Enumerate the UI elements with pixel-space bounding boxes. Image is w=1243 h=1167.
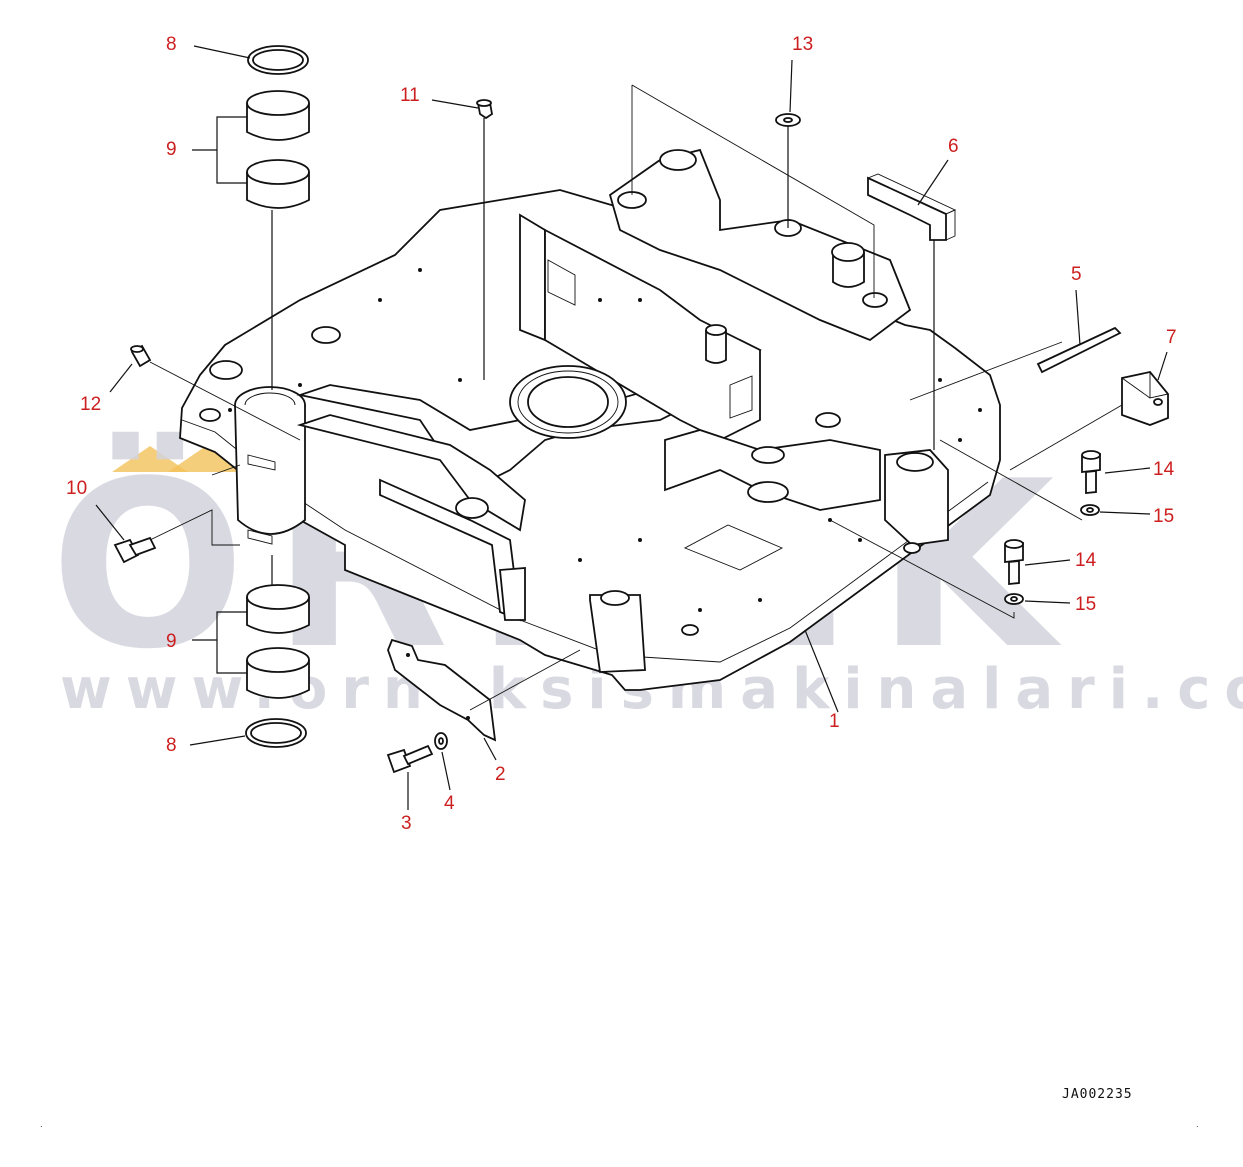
watermark-accent-left bbox=[112, 446, 188, 472]
callout-5: 5 bbox=[1071, 264, 1082, 285]
bolt-right-lower bbox=[1004, 539, 1024, 585]
plug bbox=[476, 99, 493, 120]
callout-15-upper: 15 bbox=[1153, 506, 1174, 527]
callout-8-bottom: 8 bbox=[166, 735, 177, 756]
parts bbox=[113, 45, 1169, 774]
callout-7: 7 bbox=[1166, 327, 1177, 348]
corner-tick-left: . bbox=[40, 1120, 43, 1129]
callout-14-lower: 14 bbox=[1075, 550, 1097, 571]
seal-ring-bottom bbox=[245, 718, 307, 748]
corner-tick-right: . bbox=[1196, 1120, 1199, 1129]
reference-code: JA002235 bbox=[1062, 1087, 1133, 1102]
callout-11: 11 bbox=[400, 85, 420, 106]
washer-right-lower bbox=[1004, 593, 1024, 605]
washer-right-upper bbox=[1080, 504, 1100, 516]
bushing-bottom-2 bbox=[246, 647, 310, 699]
callout-1: 1 bbox=[829, 711, 840, 732]
callout-9-bottom: 9 bbox=[166, 631, 177, 652]
callout-8-top: 8 bbox=[166, 34, 177, 55]
bolt-right-upper bbox=[1081, 450, 1101, 494]
callout-4: 4 bbox=[444, 793, 455, 814]
leader-lines bbox=[95, 45, 1168, 810]
callout-3: 3 bbox=[401, 813, 412, 834]
upper-revolving-frame bbox=[179, 148, 1001, 691]
callout-13: 13 bbox=[792, 34, 813, 55]
cover-plate bbox=[387, 638, 497, 742]
callout-6: 6 bbox=[948, 136, 959, 157]
elbow-fitting bbox=[113, 536, 157, 564]
callouts: 8 9 11 13 6 5 7 12 10 14 15 14 15 9 1 8 … bbox=[66, 34, 1177, 834]
callout-2: 2 bbox=[495, 764, 506, 785]
watermark-accent-right bbox=[168, 446, 244, 472]
callout-9-top: 9 bbox=[166, 139, 177, 160]
callout-12: 12 bbox=[80, 394, 101, 415]
hex-bolt-front bbox=[386, 744, 434, 774]
bracket-plate bbox=[867, 173, 957, 241]
bushing-top-1 bbox=[246, 90, 310, 141]
washer-front bbox=[434, 732, 448, 750]
washer-top bbox=[775, 113, 801, 127]
grease-fitting bbox=[130, 344, 152, 368]
callout-14-upper: 14 bbox=[1153, 459, 1175, 480]
shim-bar bbox=[1036, 326, 1122, 374]
callout-10: 10 bbox=[66, 478, 87, 499]
bushing-top-2 bbox=[246, 159, 310, 209]
bushing-bottom-1 bbox=[246, 584, 310, 634]
seal-ring-top bbox=[247, 45, 309, 75]
stopper-block bbox=[1121, 371, 1169, 426]
callout-15-lower: 15 bbox=[1075, 594, 1096, 615]
